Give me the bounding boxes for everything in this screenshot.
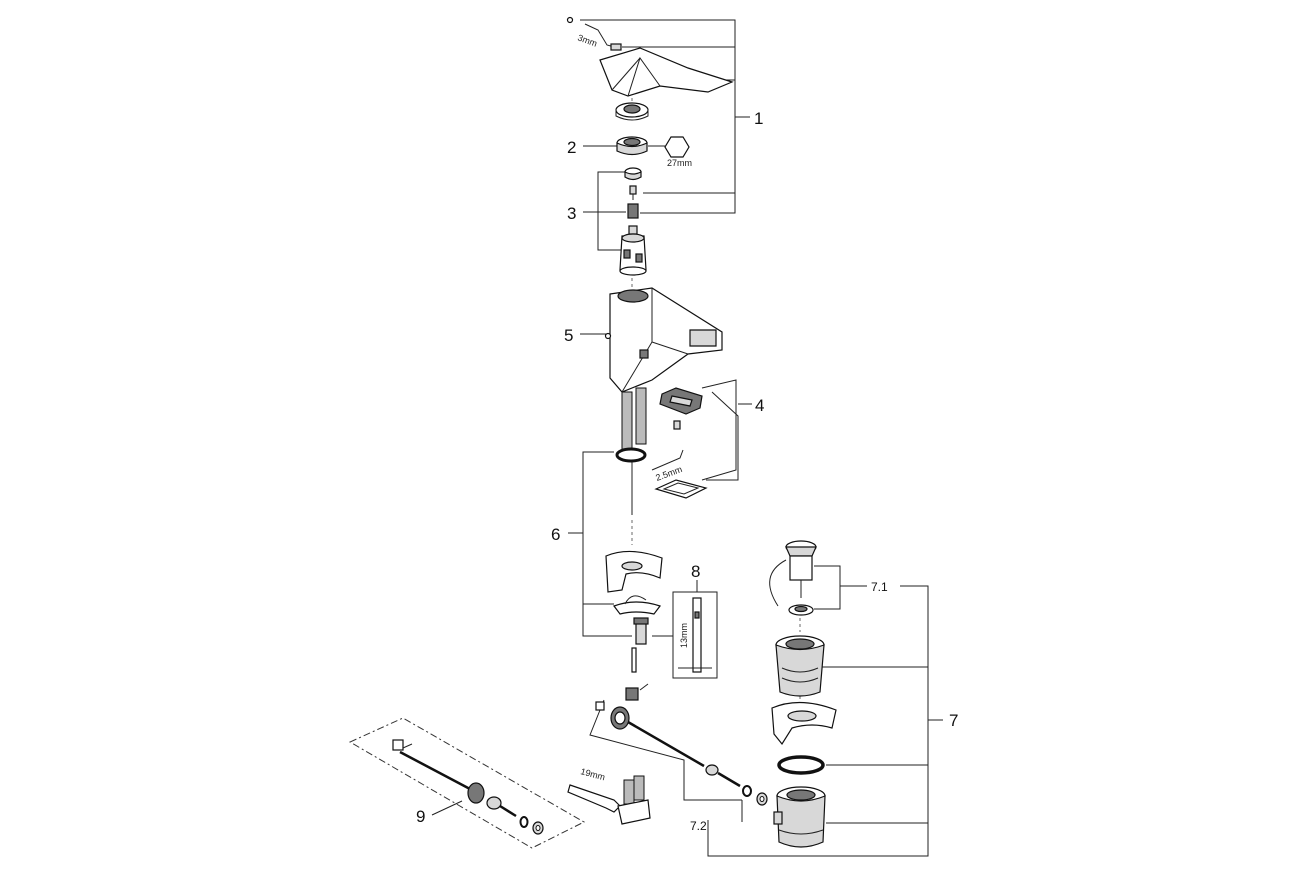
gasket-shield-icon bbox=[605, 550, 663, 593]
tool-size-3mm: 3mm bbox=[576, 32, 598, 48]
o-ring-icon bbox=[615, 447, 647, 463]
angle-valves-icon bbox=[617, 775, 651, 825]
callout-leader-lines bbox=[431, 19, 943, 857]
small-screw-icon bbox=[629, 185, 637, 200]
callout-1: 1 bbox=[754, 109, 763, 128]
faucet-body-icon bbox=[604, 287, 723, 393]
callout-labels: 1 2 3 5 4 6 8 7.1 7 7.2 9 bbox=[416, 109, 958, 833]
mounting-wrench-13mm-icon bbox=[672, 591, 718, 679]
spindle-adapter-icon bbox=[627, 203, 639, 219]
pivot-nut-icon bbox=[610, 706, 630, 730]
callout-6: 6 bbox=[551, 525, 560, 544]
callout-2: 2 bbox=[567, 138, 576, 157]
aerator-cover-icon bbox=[654, 479, 708, 499]
callout-5: 5 bbox=[564, 326, 573, 345]
hex-key-3mm-icon bbox=[566, 16, 622, 51]
hex-key-2_5mm-icon bbox=[651, 449, 684, 471]
tool-size-27mm: 27mm bbox=[667, 158, 692, 168]
hex-socket-27mm-icon bbox=[648, 136, 690, 158]
aerator-screw-icon bbox=[673, 420, 681, 430]
callout-8: 8 bbox=[691, 562, 700, 581]
drain-o-ring-icon bbox=[777, 755, 825, 775]
extension-kit-box bbox=[348, 717, 586, 849]
cover-ring-icon bbox=[615, 102, 649, 121]
tool-size-19mm: 19mm bbox=[579, 766, 606, 782]
aerator-outline-box bbox=[701, 379, 737, 481]
supply-hoses-icon bbox=[621, 387, 647, 515]
mounting-bolt-icon bbox=[631, 617, 649, 673]
tool-size-13mm: 13mm bbox=[679, 623, 689, 648]
mounting-plate-icon bbox=[613, 595, 661, 615]
pivot-washers-icon bbox=[742, 785, 768, 806]
retainer-ring-icon bbox=[624, 167, 642, 181]
popup-plug-icon bbox=[769, 540, 817, 607]
callout-9: 9 bbox=[416, 807, 425, 826]
cartridge-icon bbox=[619, 225, 647, 276]
basin-gasket-icon bbox=[771, 701, 837, 746]
plug-washer-icon bbox=[788, 604, 814, 616]
callout-7-2: 7.2 bbox=[690, 819, 707, 833]
callout-3: 3 bbox=[567, 204, 576, 223]
wrench-19mm-icon bbox=[567, 784, 621, 813]
cartridge-nut-icon bbox=[616, 136, 648, 156]
callout-4: 4 bbox=[755, 396, 764, 415]
drain-flange-icon bbox=[775, 635, 825, 697]
callout-7: 7 bbox=[949, 711, 958, 730]
callout-7-1: 7.1 bbox=[871, 580, 888, 594]
linkage-clamp-icon bbox=[595, 683, 649, 711]
drain-body-icon bbox=[773, 786, 826, 848]
lever-handle-icon bbox=[599, 47, 734, 97]
aerator-insert-icon bbox=[659, 387, 703, 415]
pivot-rod-icon bbox=[627, 720, 741, 788]
